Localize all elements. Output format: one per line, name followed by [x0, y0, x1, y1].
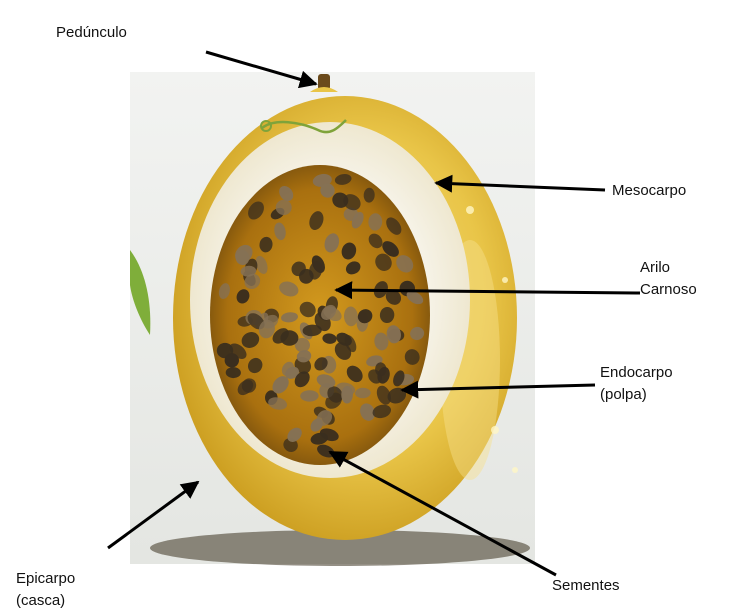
label-epicarp-line1: Epicarpo — [16, 568, 75, 590]
droplet — [502, 277, 508, 283]
label-peduncle-text: Pedúnculo — [56, 24, 127, 41]
label-epicarp-line2: (casca) — [16, 590, 75, 612]
label-aril-line1: Arilo — [640, 257, 697, 279]
droplet — [491, 426, 499, 434]
label-aril: Arilo Carnoso — [640, 257, 697, 301]
droplet — [466, 206, 474, 214]
label-endocarp-line1: Endocarpo — [600, 362, 673, 384]
label-mesocarp-text: Mesocarpo — [612, 182, 686, 199]
label-seeds-text: Sementes — [552, 577, 620, 594]
droplet — [512, 467, 518, 473]
label-aril-line2: Carnoso — [640, 279, 697, 301]
label-peduncle: Pedúnculo — [56, 22, 127, 44]
label-mesocarp: Mesocarpo — [612, 180, 686, 202]
label-endocarp: Endocarpo (polpa) — [600, 362, 673, 406]
label-endocarp-line2: (polpa) — [600, 384, 673, 406]
label-seeds: Sementes — [552, 575, 620, 597]
label-epicarp: Epicarpo (casca) — [16, 568, 75, 612]
